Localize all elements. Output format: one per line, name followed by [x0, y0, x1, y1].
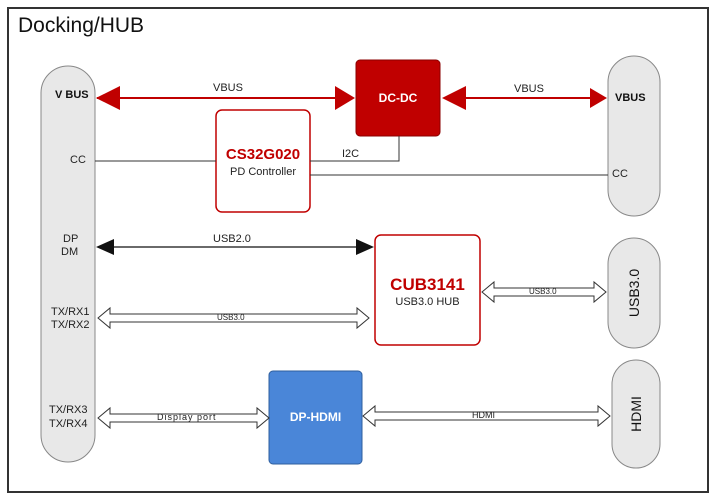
hdmi-port: [611, 359, 661, 469]
right-vbus-label: VBUS: [615, 92, 646, 104]
vbus-left-arrowhead-right: [335, 86, 355, 110]
vbus-right-signal-label: VBUS: [514, 83, 544, 95]
hdmi-signal-label: HDMI: [472, 410, 495, 420]
diagram-title: Docking/HUB: [18, 14, 145, 37]
usb-hub-block: [374, 234, 481, 346]
usb3-out-signal-label: USB3.0: [529, 287, 557, 296]
pd-chip-desc: PD Controller: [229, 166, 297, 178]
left-cc-label: CC: [70, 154, 86, 166]
vbus-left-arrowhead-left: [96, 86, 120, 110]
left-txrx2-label: TX/RX2: [51, 319, 90, 331]
displayport-signal-label: Display port: [157, 412, 217, 422]
left-txrx3-label: TX/RX3: [49, 404, 88, 416]
left-vbus-label: V BUS: [55, 89, 89, 101]
usb3-out-arrow: [481, 280, 607, 304]
vbus-right-arrowhead-left: [442, 86, 466, 110]
left-txrx4-label: TX/RX4: [49, 418, 88, 430]
usb3-in-arrow: [97, 306, 370, 330]
dcdc-label: DC-DC: [378, 91, 418, 105]
outer-frame: [7, 7, 709, 493]
displayport-arrow: [97, 406, 270, 430]
usb3-port-label: USB3.0: [626, 268, 642, 318]
vbus-right-arrowhead-right: [590, 88, 607, 108]
right-connector: [607, 55, 661, 217]
i2c-signal-label: I2C: [342, 148, 360, 160]
usb2-arrowhead-right: [356, 239, 374, 255]
hub-chip-name: CUB3141: [390, 275, 465, 294]
usb2-signal-label: USB2.0: [213, 233, 251, 245]
left-dp-label: DP: [63, 233, 79, 245]
dcdc-block: [355, 59, 441, 137]
left-txrx1-label: TX/RX1: [51, 306, 90, 318]
dp-hdmi-label: DP-HDMI: [289, 410, 342, 424]
usb2-arrowhead-left: [96, 239, 114, 255]
pd-chip-name: CS32G020: [225, 146, 301, 163]
hdmi-port-label: HDMI: [628, 396, 644, 432]
left-dm-label: DM: [61, 246, 79, 258]
hdmi-arrow: [362, 404, 611, 428]
hub-chip-desc: USB3.0 HUB: [395, 296, 460, 308]
usb3-port: [607, 237, 661, 349]
right-cc-label: CC: [612, 168, 628, 180]
i2c-line: [310, 136, 400, 162]
vbus-left-signal-label: VBUS: [213, 82, 243, 94]
usb3-in-signal-label: USB3.0: [217, 313, 245, 322]
left-connector: [40, 65, 96, 463]
